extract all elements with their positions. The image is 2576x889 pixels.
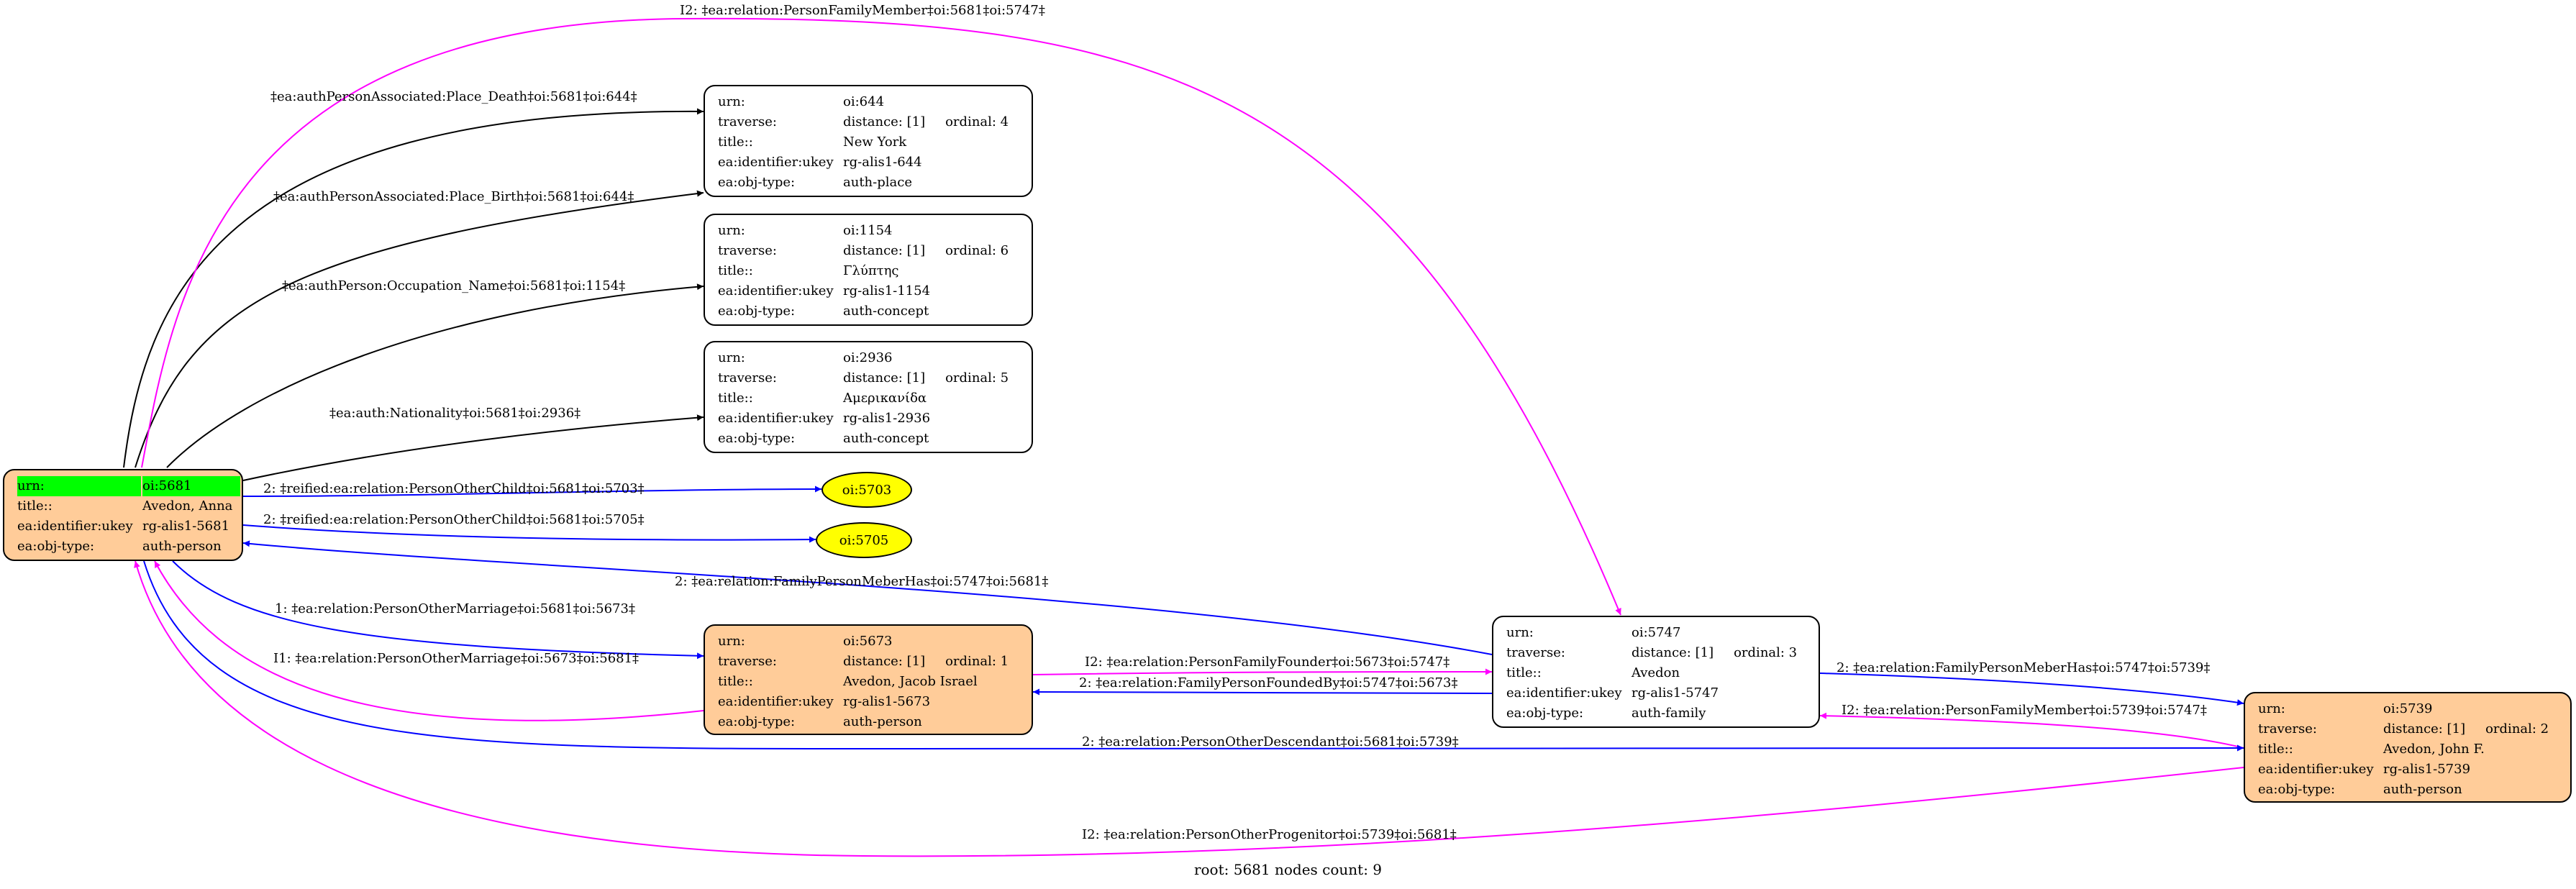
edge-label-family-meberhas-5681: 2: ‡ea:relation:FamilyPersonMeberHas‡oi:… [675,574,1048,589]
edge-occupation [166,283,704,468]
edge-marriage-5673 [172,560,704,660]
node-oi-1154[interactable]: urn:oi:1154 traverse:distance: [1]ordina… [704,214,1033,326]
node-urn-row: urn:oi:5739 [2258,701,2433,716]
edge-label-place-death: ‡ea:authPersonAssociated:Place_Death‡oi:… [270,89,637,104]
node-oi-5703[interactable]: oi:5703 [822,472,912,508]
edge-other-progenitor [134,560,2244,857]
node-title-row: title::New York [718,135,907,150]
node-title-row: title::Avedon [1506,665,1680,680]
node-urn-row: urn:oi:2936 [718,350,893,365]
edge-other-descendant [143,560,2244,752]
edge-label-family-founder: I2: ‡ea:relation:PersonFamilyFounder‡oi:… [1085,655,1449,670]
node-oi-5705[interactable]: oi:5705 [816,522,912,558]
node-oi-5747[interactable]: urn:oi:5747 traverse:distance: [1]ordina… [1492,616,1820,728]
node-objtype-row: ea:obj-type:auth-person [718,714,922,729]
edge-label-other-progenitor: I2: ‡ea:relation:PersonOtherProgenitor‡o… [1082,827,1457,842]
node-traverse-row: traverse:distance: [1]ordinal: 5 [718,370,1009,386]
node-urn-row: urn:oi:1154 [718,223,893,238]
edge-label-other-child-5703: 2: ‡reified:ea:relation:PersonOtherChild… [263,481,645,496]
node-oi-644[interactable]: urn:oi:644 traverse:distance: [1]ordinal… [704,85,1033,197]
node-oi-5681[interactable]: urn:oi:5681 title::Avedon, Anna ea:ident… [3,469,243,561]
node-objtype-row: ea:obj-type:auth-family [1506,706,1706,721]
node-traverse-row: traverse:distance: [1]ordinal: 2 [2258,721,2549,737]
edge-place-birth [135,190,704,468]
edge-place-death [123,108,704,468]
node-title-row: title::Avedon, John F. [2258,742,2485,757]
edge-label-occupation: ‡ea:authPerson:Occupation_Name‡oi:5681‡o… [282,278,625,293]
node-urn-row: urn:oi:644 [718,94,885,109]
node-urn-row: urn:oi:5681 [17,476,240,496]
edge-family-foundedby [1032,688,1493,696]
node-oi-5739[interactable]: urn:oi:5739 traverse:distance: [1]ordina… [2244,692,2572,803]
edge-label-other-child-5705: 2: ‡reified:ea:relation:PersonOtherChild… [263,512,645,527]
edge-label-other-descendant: 2: ‡ea:relation:PersonOtherDescendant‡oi… [1082,734,1459,749]
edge-other-child-5705 [242,524,816,543]
edge-label-place-birth: ‡ea:authPersonAssociated:Place_Birth‡oi:… [273,189,634,204]
edge-label-nationality: ‡ea:auth:Nationality‡oi:5681‡oi:2936‡ [329,406,581,421]
edge-label-family-member-5739: I2: ‡ea:relation:PersonFamilyMember‡oi:5… [1842,703,2207,718]
edge-family-meberhas-5681 [242,540,1493,655]
edge-label-family-member-5681: I2: ‡ea:relation:PersonFamilyMember‡oi:5… [680,3,1045,18]
node-title-row: title::Avedon, Jacob Israel [718,674,978,689]
node-traverse-row: traverse:distance: [1]ordinal: 4 [718,114,1009,129]
node-title-row: title::Avedon, Anna [17,498,233,514]
edge-nationality [242,414,704,481]
edge-marriage-5681 [154,560,704,721]
node-traverse-row: traverse:distance: [1]ordinal: 6 [718,243,1009,258]
edge-label-family-meberhas-5739: 2: ‡ea:relation:FamilyPersonMeberHas‡oi:… [1837,660,2210,675]
node-objtype-row: ea:obj-type:auth-person [17,539,222,554]
edge-family-founder [1032,668,1493,675]
node-objtype-row: ea:obj-type:auth-concept [718,431,929,446]
node-traverse-row: traverse:distance: [1]ordinal: 1 [718,654,1009,669]
graph-footer: root: 5681 nodes count: 9 [1193,861,1383,878]
edge-family-member-5739 [1819,712,2244,749]
edge-family-member-5681 [141,17,1621,616]
edge-label-marriage-5681: I1: ‡ea:relation:PersonOtherMarriage‡oi:… [273,651,639,666]
node-title-row: title::Γλύπτης [718,263,899,278]
edge-label-marriage-5673: 1: ‡ea:relation:PersonOtherMarriage‡oi:5… [275,601,635,616]
node-objtype-row: ea:obj-type:auth-person [2258,782,2462,797]
node-urn-row: urn:oi:5673 [718,634,893,649]
node-oi-5673[interactable]: urn:oi:5673 traverse:distance: [1]ordina… [704,624,1033,735]
node-urn-row: urn:oi:5747 [1506,625,1681,640]
edge-other-child-5703 [242,485,822,497]
node-objtype-row: ea:obj-type:auth-place [718,175,912,190]
node-traverse-row: traverse:distance: [1]ordinal: 3 [1506,645,1798,660]
node-title-row: title::Αμερικανίδα [718,391,927,406]
node-objtype-row: ea:obj-type:auth-concept [718,304,929,319]
edge-family-meberhas-5739 [1819,673,2244,706]
node-oi-2936[interactable]: urn:oi:2936 traverse:distance: [1]ordina… [704,341,1033,453]
edge-label-family-foundedby: 2: ‡ea:relation:FamilyPersonFoundedBy‡oi… [1079,675,1457,690]
